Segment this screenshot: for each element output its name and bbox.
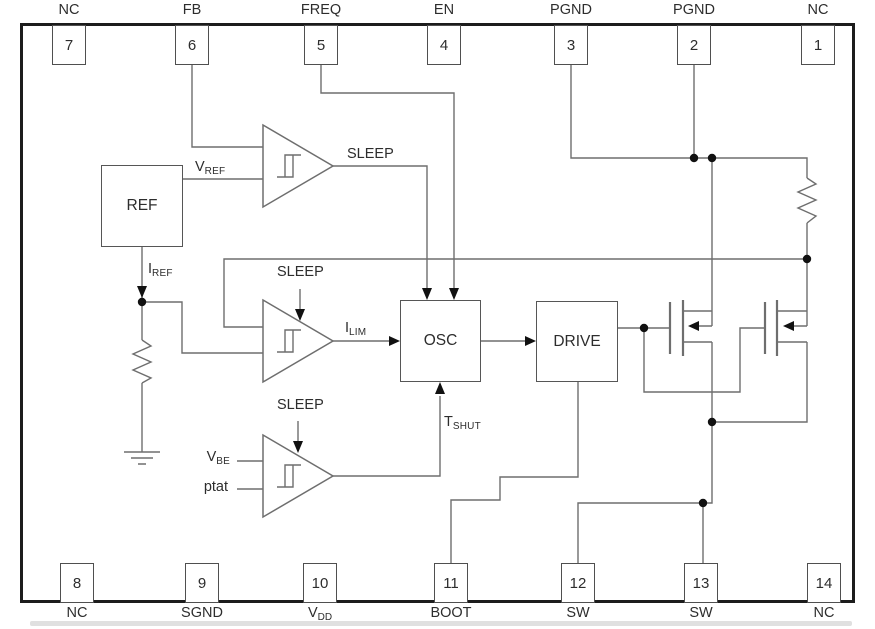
wire-m2-source [712, 342, 808, 423]
scan-artifact-line [30, 621, 852, 626]
arrow-iref [137, 286, 147, 298]
pin-box-6: 6 [175, 25, 209, 65]
pin-name-12: SW [566, 605, 590, 621]
wire-freq [320, 63, 455, 290]
arrow-tshut-into-osc [435, 382, 445, 394]
iref-label: IREF [148, 261, 173, 279]
wire-pgnd-rail [694, 157, 808, 178]
comparator-2 [262, 298, 335, 384]
pin-name-14: NC [813, 605, 835, 621]
wire-feedback [223, 258, 807, 328]
resistor-left [131, 339, 153, 384]
pin-name-7: NC [58, 2, 80, 18]
wire-pgnd3 [570, 63, 694, 159]
vbe-label: VBE [206, 449, 230, 467]
pin-name-10: VDD [307, 605, 333, 623]
node-sw-lower [698, 498, 708, 508]
arrow-sleep-into-comp2 [295, 309, 305, 321]
pin-name-5: FREQ [300, 2, 342, 18]
sleep-output-label: SLEEP [347, 146, 394, 162]
pin-box-8: 8 [60, 563, 94, 603]
pin-box-4: 4 [427, 25, 461, 65]
wire-sw-net [577, 422, 713, 563]
pin-box-2: 2 [677, 25, 711, 65]
pin-name-3: PGND [550, 2, 592, 18]
pin-box-7: 7 [52, 25, 86, 65]
mosfet2-stubs [777, 310, 807, 343]
wire-comp2-lower [142, 301, 263, 354]
wire-fb [191, 63, 263, 148]
hysteresis-icon [277, 329, 301, 353]
comparator-1 [262, 123, 335, 209]
pin-box-3: 3 [554, 25, 588, 65]
hysteresis-icon [277, 464, 301, 488]
ilim-label: ILIM [345, 320, 367, 338]
wire-gate2 [643, 327, 765, 393]
tshut-label: TSHUT [444, 414, 481, 432]
node-pgnd-b [707, 153, 717, 163]
pin-name-9: SGND [181, 605, 223, 621]
ref-block: REF [101, 165, 183, 247]
pin-box-13: 13 [684, 563, 718, 603]
ground-symbol [124, 451, 160, 465]
pin-box-12: 12 [561, 563, 595, 603]
wire-tshut [333, 396, 441, 477]
pin-name-6: FB [182, 2, 202, 18]
arrow-sleep-into-comp3 [293, 441, 303, 453]
mosfet1-body-arrow [688, 321, 699, 331]
pin-name-1: NC [807, 2, 829, 18]
hysteresis-icon [277, 154, 301, 178]
pin-box-5: 5 [304, 25, 338, 65]
pin-name-11: BOOT [430, 605, 472, 621]
comparator-3 [262, 433, 335, 519]
vref-label: VREF [195, 159, 226, 177]
pin-box-10: 10 [303, 563, 337, 603]
pin-box-11: 11 [434, 563, 468, 603]
arrow-freq-into-osc [449, 288, 459, 300]
pin-box-1: 1 [801, 25, 835, 65]
node-feedback [802, 254, 812, 264]
pin-name-2: PGND [673, 2, 715, 18]
resistor-right [796, 177, 818, 224]
wire-sleep-out [333, 165, 428, 290]
node-iref [137, 297, 147, 307]
pin-box-14: 14 [807, 563, 841, 603]
pin-box-9: 9 [185, 563, 219, 603]
sleep-comp2-label: SLEEP [277, 264, 324, 280]
node-pgnd-a [689, 153, 699, 163]
arrow-ilim-into-osc [389, 336, 400, 346]
ptat-label: ptat [203, 479, 228, 495]
pin-name-8: NC [66, 605, 88, 621]
mosfet1-stubs [683, 310, 712, 343]
arrow-into-drive [525, 336, 536, 346]
sleep-comp3-label: SLEEP [277, 397, 324, 413]
mosfet2-body-arrow [783, 321, 794, 331]
pin-name-4: EN [433, 2, 455, 18]
wire-boot [450, 382, 579, 563]
osc-block: OSC [400, 300, 481, 382]
pin-name-13: SW [689, 605, 713, 621]
arrow-sleep-into-osc [422, 288, 432, 300]
drive-block: DRIVE [536, 301, 618, 382]
node-sw-upper [707, 417, 717, 427]
node-gate [639, 323, 649, 333]
